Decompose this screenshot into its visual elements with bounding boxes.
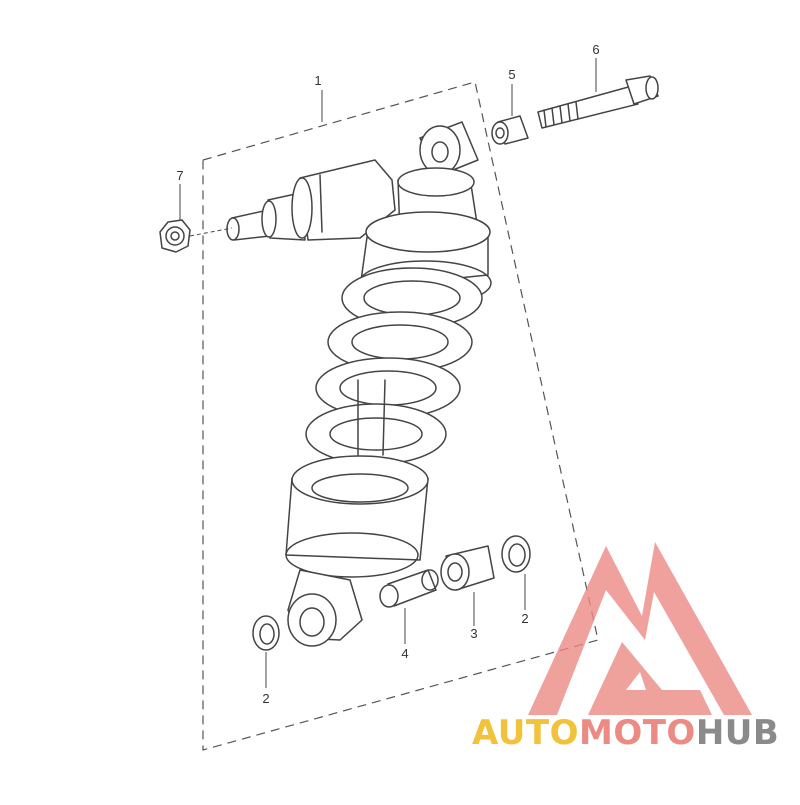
lower-eye xyxy=(287,569,363,647)
shock-absorber xyxy=(226,121,492,647)
callout-7: 7 xyxy=(176,168,183,183)
callout-4: 4 xyxy=(401,646,408,661)
watermark-wordmark: AUTOMOTOHUB xyxy=(472,716,779,750)
bushing-4 xyxy=(379,569,439,608)
assembly-boundary xyxy=(202,81,599,751)
damper-body xyxy=(285,455,429,578)
coil-spring xyxy=(305,267,483,465)
top-eyelet xyxy=(419,121,479,177)
logo-triangle-outer xyxy=(528,542,752,715)
callout-5: 5 xyxy=(508,67,515,82)
callout-3: 3 xyxy=(470,626,477,641)
nut-7 xyxy=(159,219,233,253)
callout-2-right: 2 xyxy=(521,611,528,626)
washer-2-left xyxy=(252,615,280,651)
bolt-6 xyxy=(537,75,659,129)
upper-mount-shaft xyxy=(226,159,396,241)
callout-2-left: 2 xyxy=(262,691,269,706)
watermark-logo-mark xyxy=(528,542,752,715)
leader-lines xyxy=(179,58,597,688)
washer-2-right xyxy=(501,535,531,573)
callout-labels: 1 7 5 6 2 4 3 2 xyxy=(176,42,599,706)
logo-triangle-inner xyxy=(588,642,712,715)
wordmark-auto: AUTO xyxy=(472,713,579,753)
spacer-3 xyxy=(440,545,495,591)
collar-5 xyxy=(491,115,529,145)
wordmark-hub: HUB xyxy=(695,713,780,753)
callout-1: 1 xyxy=(314,73,321,88)
callout-6: 6 xyxy=(592,42,599,57)
wordmark-moto: MOTO xyxy=(578,713,696,753)
